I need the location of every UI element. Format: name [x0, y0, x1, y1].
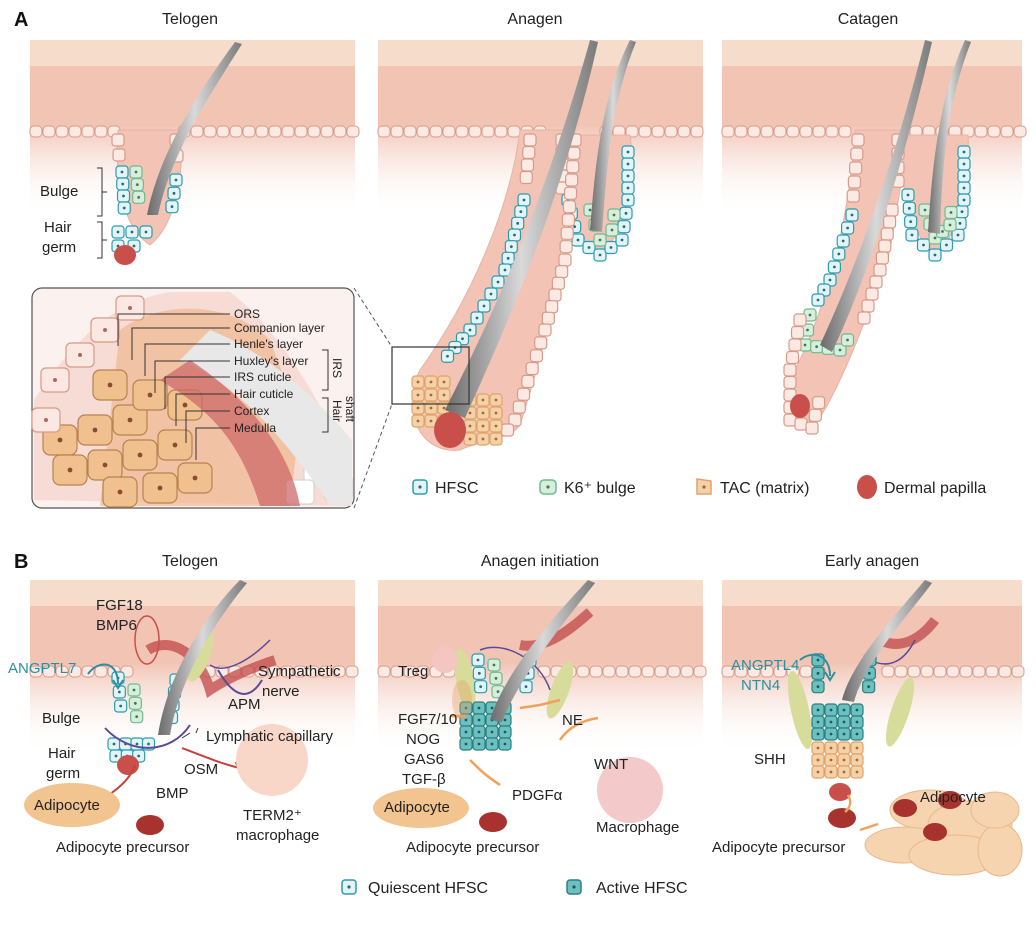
label-hair-b: Hair — [48, 745, 76, 762]
label-pdgf: PDGFα — [512, 787, 563, 804]
panel-b-letter: B — [14, 551, 28, 573]
panel-a-letter: A — [14, 9, 28, 31]
label-macrophage-b1: macrophage — [236, 827, 319, 844]
label-adipocyte-b2: Adipocyte — [384, 799, 450, 816]
inset-layer-label: IRS cuticle — [234, 370, 292, 384]
label-tgfb: TGF-β — [402, 771, 446, 788]
label-precursor-b3: Adipocyte precursor — [712, 839, 845, 856]
label-bulge-a: Bulge — [40, 183, 78, 200]
inset-layer-label: Henle's layer — [234, 337, 303, 351]
label-adipocyte-b1: Adipocyte — [34, 797, 100, 814]
legend-a: HFSC K6⁺ bulge TAC (matrix) Dermal papil… — [413, 475, 986, 499]
label-bulge-b: Bulge — [42, 710, 80, 727]
stage-a-anagen: Anagen — [507, 11, 562, 28]
label-ne: NE — [562, 712, 583, 729]
label-fgf18: FGF18 — [96, 597, 143, 614]
legend-hfsc: HFSC — [435, 480, 479, 497]
label-treg: Treg — [398, 663, 428, 680]
legend-active: Active HFSC — [596, 880, 688, 897]
label-wnt: WNT — [594, 756, 628, 773]
dermal-papilla — [434, 412, 466, 448]
bracket-germ-a — [97, 222, 107, 258]
legend-k6: K6⁺ bulge — [564, 480, 636, 497]
precursor-shape — [136, 815, 164, 835]
legend-quiescent: Quiescent HFSC — [368, 880, 488, 897]
inset-layer-label: Medulla — [234, 421, 276, 435]
inset-layer-label: Companion layer — [234, 321, 325, 335]
inset-irs-label: IRS — [330, 358, 344, 378]
legend-tac: TAC (matrix) — [720, 480, 809, 497]
label-nerve: nerve — [262, 683, 300, 700]
label-germ-a: germ — [42, 239, 76, 256]
label-gas6: GAS6 — [404, 751, 444, 768]
label-sympathetic: Sympathetic — [258, 663, 341, 680]
legend-b: Quiescent HFSC Active HFSC — [342, 880, 688, 897]
stage-b-telogen: Telogen — [162, 553, 218, 570]
stage-a-telogen: Telogen — [162, 11, 218, 28]
label-germ-b: germ — [46, 765, 80, 782]
legend-swatch-papilla — [857, 475, 877, 499]
label-lymphatic: Lymphatic capillary — [206, 728, 333, 745]
stage-b-initiation: Anagen initiation — [481, 553, 599, 570]
label-bmp: BMP — [156, 785, 189, 802]
label-osm: OSM — [184, 761, 218, 778]
label-shh: SHH — [754, 751, 786, 768]
label-precursor-b2: Adipocyte precursor — [406, 839, 539, 856]
label-hair-a: Hair — [44, 219, 72, 236]
label-precursor-b1: Adipocyte precursor — [56, 839, 189, 856]
stage-a-catagen: Catagen — [838, 11, 899, 28]
inset-hair-label: Hair — [330, 400, 344, 422]
inset-layer-label: Cortex — [234, 404, 269, 418]
label-angptl7: ANGPTL7 — [8, 660, 76, 677]
inset-shaft-label: shaft — [343, 396, 357, 423]
label-fgf7: FGF7/10 — [398, 711, 457, 728]
inset-layer-label: Huxley's layer — [234, 354, 308, 368]
label-nog: NOG — [406, 731, 440, 748]
dermal-papilla — [790, 394, 810, 418]
legend-papilla: Dermal papilla — [884, 480, 986, 497]
inset-layer-label: ORS — [234, 307, 260, 321]
dermal-papilla — [114, 245, 136, 265]
label-term2: TERM2⁺ — [243, 807, 302, 824]
stage-b-early: Early anagen — [825, 553, 919, 570]
inset-layer-label: Hair cuticle — [234, 387, 294, 401]
label-macrophage-b2: Macrophage — [596, 819, 679, 836]
label-angptl4: ANGPTL4 — [731, 657, 799, 674]
label-adipocyte-b3: Adipocyte — [920, 789, 986, 806]
label-apm: APM — [228, 696, 261, 713]
zoom-lines — [354, 288, 392, 508]
label-bmp6: BMP6 — [96, 617, 137, 634]
label-ntn4: NTN4 — [741, 677, 780, 694]
